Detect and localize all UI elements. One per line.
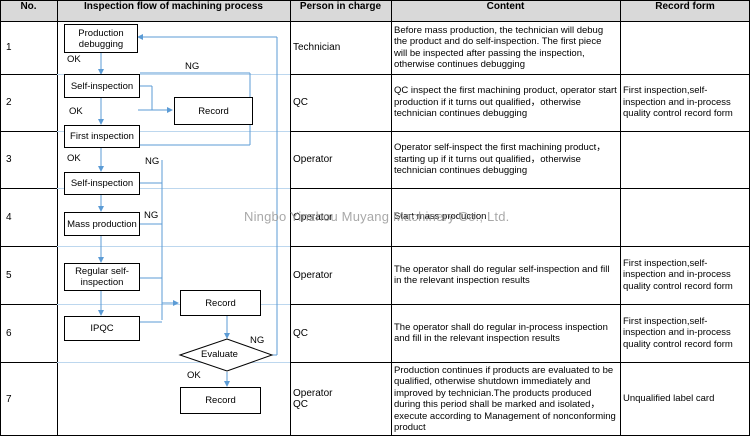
ng-label: NG	[144, 210, 159, 221]
evaluate-label: Evaluate	[201, 349, 238, 360]
record-box: Record	[180, 387, 261, 414]
header-person: Person in charge	[290, 0, 391, 21]
ok-label: OK	[67, 54, 81, 65]
header-no: No.	[0, 0, 57, 21]
row-content: The operator shall do regular in-process…	[394, 321, 608, 345]
mass-production-box: Mass production	[64, 212, 140, 236]
row-number: 7	[6, 393, 12, 405]
row-person: QC	[293, 97, 308, 108]
row-person: Operator	[293, 269, 333, 281]
self-inspection-box: Self-inspection	[64, 172, 140, 195]
ok-label: OK	[67, 153, 81, 164]
row-content: Before mass production, the technician w…	[394, 24, 604, 71]
row-record: First inspection,self-inspection and in-…	[623, 257, 733, 292]
row-content: Production continues if products are eva…	[394, 364, 616, 434]
record-box: Record	[180, 290, 261, 316]
header-flow: Inspection flow of machining process	[57, 0, 290, 21]
row-person: Technician	[293, 42, 341, 53]
ng-label: NG	[185, 61, 200, 72]
production-debugging-box: Production debugging	[64, 24, 138, 53]
header-content: Content	[391, 0, 620, 21]
row-record: First inspection,self-inspection and in-…	[623, 315, 733, 350]
ok-label: OK	[187, 370, 201, 381]
row-number: 3	[6, 154, 12, 165]
row-number: 6	[6, 327, 12, 339]
watermark-text: Ningbo Yinzhou Muyang Machinery Co., Ltd…	[244, 209, 510, 224]
row-number: 4	[6, 211, 12, 223]
row-content: The operator shall do regular self-inspe…	[394, 263, 610, 287]
regular-self-inspection-box: Regular self-inspection	[64, 263, 140, 291]
first-inspection-box: First inspection	[64, 125, 140, 148]
ipqc-box: IPQC	[64, 316, 140, 341]
self-inspection-box: Self-inspection	[64, 74, 140, 98]
ng-label: NG	[250, 335, 265, 346]
row-number: 1	[6, 42, 12, 53]
row-person: Operator QC	[293, 388, 333, 410]
row-content: Start mass production	[394, 211, 487, 223]
row-person: QC	[293, 327, 308, 339]
row-person: Operator	[293, 154, 333, 165]
row-person: Operator	[293, 211, 333, 223]
record-box: Record	[174, 97, 253, 125]
row-content: Operator self-inspect the first machinin…	[394, 142, 606, 177]
row-number: 2	[6, 97, 12, 108]
ng-label: NG	[145, 156, 160, 167]
row-content: QC inspect the first machining product, …	[394, 85, 617, 120]
header-record: Record form	[620, 0, 750, 21]
ok-label: OK	[69, 106, 83, 117]
row-number: 5	[6, 269, 12, 281]
row-record: Unqualified label card	[623, 393, 715, 405]
row-record: First inspection,self-inspection and in-…	[623, 85, 733, 120]
